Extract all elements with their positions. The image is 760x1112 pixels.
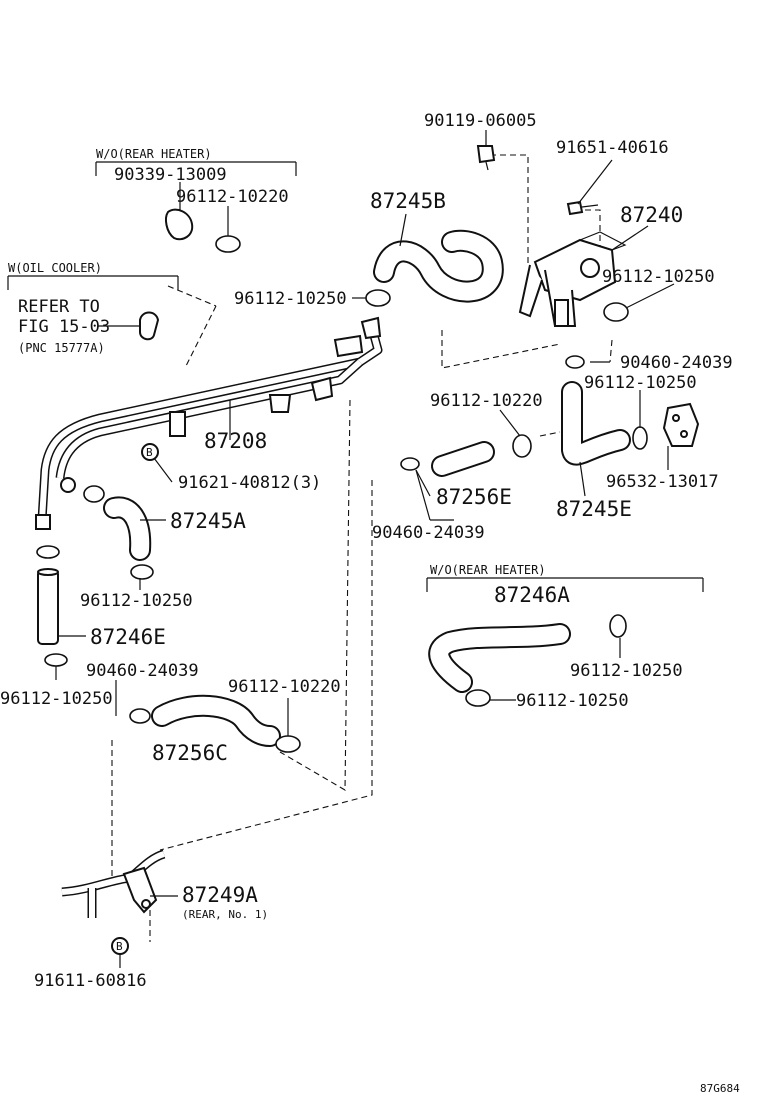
heater-valve-87240 [518,231,627,327]
clamps [36,235,648,753]
part-label-87249a: 87249A [182,883,258,907]
section-label-w-oil-cooler: W(OIL COOLER) [8,261,102,275]
dashed-guides [111,154,613,942]
hose-87246a [428,623,571,693]
part-label-90460-24039-right: 90460-24039 [620,353,733,373]
hose-87256e [431,441,495,477]
part-label-91611-60816: 91611-60816 [34,971,147,991]
section-bracket-wo-rear-heater-right [426,577,704,592]
bolt-icon [476,145,496,171]
hose-87256c [151,694,281,747]
section-bracket-w-oil-cooler [7,275,179,290]
grommet-96532-13017 [662,402,700,447]
section-label-wo-rear-heater-right: W/O(REAR HEATER) [430,563,546,577]
hose-87246e [37,568,59,645]
part-label-96112-10250-bottomleft: 96112-10250 [0,689,113,709]
part-label-90119-06005: 90119-06005 [424,111,537,131]
part-label-87240: 87240 [620,203,683,227]
part-label-96112-10220-top: 96112-10220 [176,187,289,207]
part-label-87246e: 87246E [90,625,166,649]
part-label-91621-40812: 91621-40812(3) [178,473,321,493]
bypass-hose-90339-13009 [165,208,194,241]
part-label-96112-10250-valve: 96112-10250 [602,267,715,287]
part-label-87256c: 87256C [152,741,228,765]
refer-line-2: FIG 15-03 [18,317,110,337]
part-label-96112-10250-right: 96112-10250 [584,373,697,393]
part-label-96532-13017: 96532-13017 [606,472,719,492]
part-label-rear-no1: (REAR, No. 1) [182,908,268,921]
part-label-87245b: 87245B [370,189,446,213]
part-label-90460-24039-mid: 90460-24039 [372,523,485,543]
part-label-96112-10250-left: 96112-10250 [80,591,193,611]
hose-87245e [561,381,631,466]
bolt-icon-91621: B [141,443,159,461]
part-label-87245a: 87245A [170,509,246,533]
hose-87245b [373,229,504,303]
part-label-90339-13009: 90339-13009 [114,165,227,185]
part-label-90460-24039-left: 90460-24039 [86,661,199,681]
part-label-96112-10250-mid: 96112-10250 [234,289,347,309]
hose-87245a [103,496,152,561]
section-bracket-wo-rear-heater-top [95,161,297,176]
screw-icon [566,200,599,216]
hose-refer-icon [139,311,160,341]
bolt-glyph: B [116,940,123,953]
part-label-87256e: 87256E [436,485,512,509]
part-label-96112-10250-r2: 96112-10250 [516,691,629,711]
part-label-87208: 87208 [204,429,267,453]
pipe-87249a [61,849,166,918]
refer-line-3: (PNC 15777A) [18,341,105,355]
part-label-96112-10250-r1: 96112-10250 [570,661,683,681]
part-label-87245e: 87245E [556,497,632,521]
part-label-91651-40616: 91651-40616 [556,138,669,158]
part-label-96112-10220-bottom: 96112-10220 [228,677,341,697]
footer-code: 87G684 [700,1082,740,1095]
leader-lines [55,130,675,968]
part-label-87246a: 87246A [494,583,570,607]
heater-pipe-87208 [35,316,383,530]
section-label-wo-rear-heater-top: W/O(REAR HEATER) [96,147,212,161]
part-label-96112-10220-right: 96112-10220 [430,391,543,411]
bolt-glyph: B [146,446,153,459]
refer-line-1: REFER TO [18,297,100,317]
bolt-icon-91611: B [111,937,129,955]
